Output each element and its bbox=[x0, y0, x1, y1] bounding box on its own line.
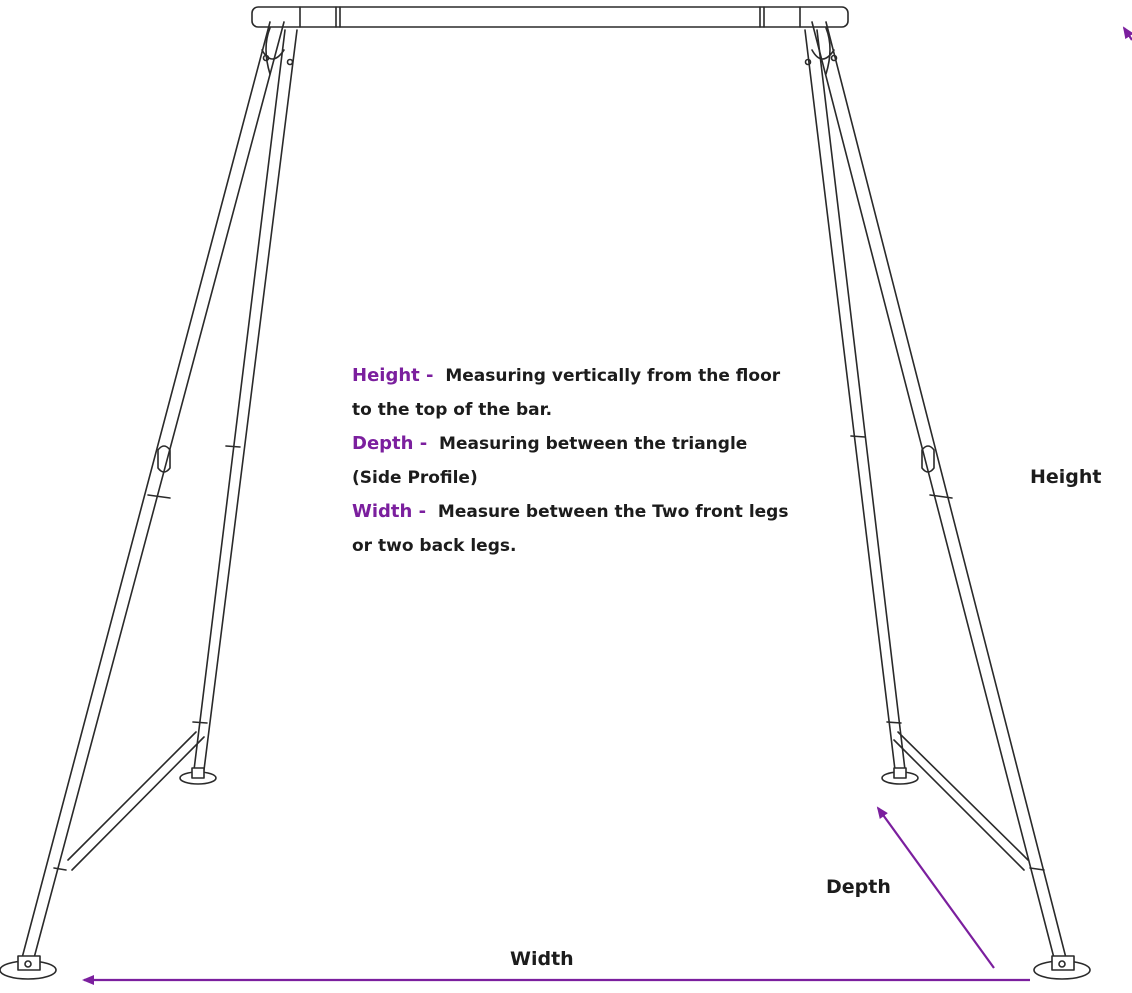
height-text: Measuring vertically from the floor to t… bbox=[352, 366, 781, 420]
width-label: Width bbox=[510, 948, 574, 970]
left-back-leg bbox=[179, 29, 298, 785]
depth-description: Depth - Measuring between the triangle (… bbox=[352, 427, 792, 495]
height-label: Height bbox=[1030, 466, 1102, 488]
right-brace bbox=[893, 731, 1029, 871]
measurement-description: Height - Measuring vertically from the f… bbox=[352, 359, 792, 563]
top-crossbar bbox=[251, 6, 849, 28]
left-brace bbox=[67, 731, 205, 871]
height-description: Height - Measuring vertically from the f… bbox=[352, 359, 792, 427]
right-top-bracket bbox=[804, 27, 838, 75]
height-arrow bbox=[1122, 26, 1132, 41]
left-front-leg bbox=[21, 21, 285, 959]
width-description: Width - Measure between the Two front le… bbox=[352, 495, 792, 563]
right-front-foot bbox=[1033, 955, 1091, 980]
depth-text: Measuring between the triangle (Side Pro… bbox=[352, 434, 748, 488]
left-front-foot bbox=[0, 955, 57, 980]
right-back-leg bbox=[804, 29, 919, 785]
height-term: Height - bbox=[352, 365, 434, 386]
depth-arrow bbox=[876, 806, 995, 969]
right-front-leg bbox=[811, 21, 1067, 959]
depth-term: Depth - bbox=[352, 433, 428, 454]
left-top-bracket bbox=[261, 27, 294, 75]
width-term: Width - bbox=[352, 501, 427, 522]
depth-label: Depth bbox=[826, 876, 891, 898]
width-text: Measure between the Two front legs or tw… bbox=[352, 502, 789, 556]
